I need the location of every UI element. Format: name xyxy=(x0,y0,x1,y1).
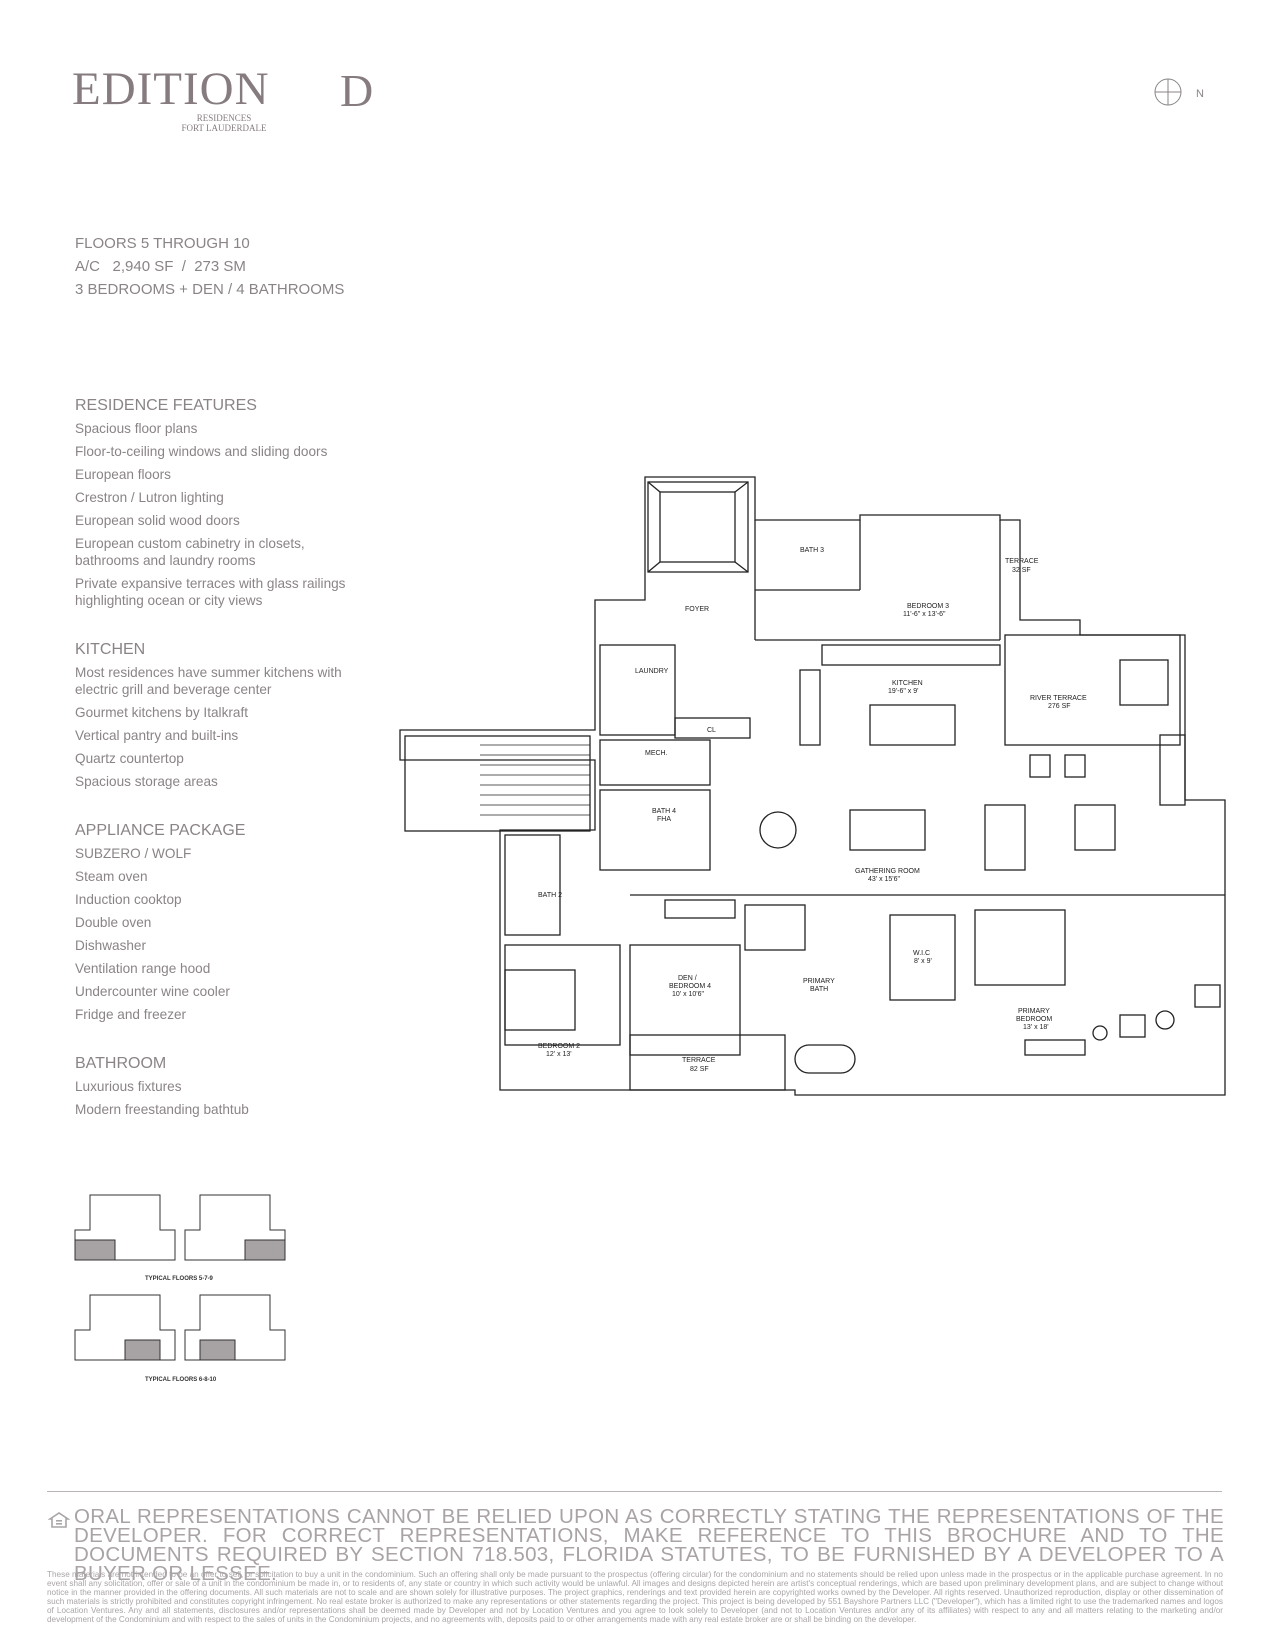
list-item: Spacious storage areas xyxy=(75,774,218,789)
feature-list: Most residences have summer kitchens wit… xyxy=(75,664,365,790)
feature-list: SUBZERO / WOLF Steam oven Induction cook… xyxy=(75,845,365,1023)
room-label-primary-bedroom-line2: BEDROOM xyxy=(1016,1016,1052,1023)
list-item: Luxurious fixtures xyxy=(75,1079,182,1094)
room-label-primary-bedroom: PRIMARY xyxy=(1018,1008,1050,1015)
room-label-den: DEN / xyxy=(678,975,697,982)
list-item: Dishwasher xyxy=(75,938,147,953)
disclaimer-divider xyxy=(47,1491,1222,1492)
disclaimer-oral-representations: ORAL REPRESENTATIONS CANNOT BE RELIED UP… xyxy=(74,1505,1224,1585)
compass-north-label: N xyxy=(1196,88,1204,100)
list-item: Crestron / Lutron lighting xyxy=(75,490,224,505)
room-dim-bedroom3: 11'-6" x 13'-6" xyxy=(903,611,946,618)
room-dim-kitchen: 19'-6" x 9' xyxy=(888,688,918,695)
unit-specs: FLOORS 5 THROUGH 10 A/C 2,940 SF / 273 S… xyxy=(75,232,344,301)
room-dim-bedroom2: 12' x 13' xyxy=(546,1051,572,1058)
section-title: APPLIANCE PACKAGE xyxy=(75,822,246,839)
room-label-wic: W.I.C xyxy=(913,950,930,957)
section-kitchen: KITCHEN Most residences have summer kitc… xyxy=(75,641,365,796)
section-title: KITCHEN xyxy=(75,641,146,658)
room-label-bedroom2: BEDROOM 2 xyxy=(538,1043,580,1050)
list-item: Most residences have summer kitchens wit… xyxy=(75,665,342,697)
list-item: Private expansive terraces with glass ra… xyxy=(75,576,346,608)
section-title: RESIDENCE FEATURES xyxy=(75,397,257,414)
list-item: Double oven xyxy=(75,915,152,930)
list-item: Undercounter wine cooler xyxy=(75,984,230,999)
room-label-mech: MECH. xyxy=(645,750,668,757)
list-item: Steam oven xyxy=(75,869,148,884)
section-residence-features: RESIDENCE FEATURES Spacious floor plans … xyxy=(75,397,365,615)
room-label-cl: CL xyxy=(707,727,716,734)
brand-logo-subtitle: RESIDENCES FORT LAUDERDALE xyxy=(176,113,272,133)
room-area-river-terrace: 276 SF xyxy=(1048,703,1071,710)
north-compass-icon xyxy=(1154,78,1182,106)
keyplan-caption-top: TYPICAL FLOORS 5-7-9 xyxy=(145,1276,213,1282)
brand-logo-wordmark: EDITION xyxy=(72,63,270,115)
section-bathroom: BATHROOM Luxurious fixtures Modern frees… xyxy=(75,1055,365,1124)
room-label-laundry: LAUNDRY xyxy=(635,668,669,675)
logo-sub-line2: FORT LAUDERDALE xyxy=(181,123,267,133)
equal-housing-icon xyxy=(48,1512,70,1528)
room-label-kitchen: KITCHEN xyxy=(892,680,923,687)
list-item: European custom cabinetry in closets, ba… xyxy=(75,536,305,568)
section-appliance-package: APPLIANCE PACKAGE SUBZERO / WOLF Steam o… xyxy=(75,822,365,1029)
logo-sub-line1: RESIDENCES xyxy=(196,113,252,123)
list-item: Fridge and freezer xyxy=(75,1007,187,1022)
feature-list: Luxurious fixtures Modern freestanding b… xyxy=(75,1078,365,1118)
list-item: Ventilation range hood xyxy=(75,961,211,976)
spec-floors: FLOORS 5 THROUGH 10 xyxy=(75,235,250,252)
list-item: Gourmet kitchens by Italkraft xyxy=(75,705,249,720)
room-label-primary-bath-line2: BATH xyxy=(810,986,828,993)
room-area-terrace-bottom: 82 SF xyxy=(690,1066,709,1073)
room-area-terrace-top: 32 SF xyxy=(1012,567,1031,574)
unit-letter: D xyxy=(340,65,374,116)
room-label-primary-bath: PRIMARY xyxy=(803,978,835,985)
feature-list: Spacious floor plans Floor-to-ceiling wi… xyxy=(75,420,365,609)
keyplan-caption-bottom: TYPICAL FLOORS 6-8-10 xyxy=(145,1377,217,1383)
room-label-river-terrace: RIVER TERRACE xyxy=(1030,695,1087,702)
room-label-terrace-top: TERRACE xyxy=(1005,558,1039,565)
list-item: European solid wood doors xyxy=(75,513,240,528)
room-dim-wic: 8' x 9' xyxy=(914,958,932,965)
list-item: Floor-to-ceiling windows and sliding doo… xyxy=(75,444,328,459)
keyplan-1 xyxy=(74,1194,176,1261)
list-item: Induction cooktop xyxy=(75,892,182,907)
list-item: Quartz countertop xyxy=(75,751,184,766)
room-label-bath2: BATH 2 xyxy=(538,892,562,899)
spec-rooms: 3 BEDROOMS + DEN / 4 BATHROOMS xyxy=(75,281,345,298)
room-label-gathering: GATHERING ROOM xyxy=(855,868,920,875)
keyplan-3 xyxy=(74,1294,176,1361)
list-item: Vertical pantry and built-ins xyxy=(75,728,239,743)
list-item: SUBZERO / WOLF xyxy=(75,846,192,861)
list-item: Spacious floor plans xyxy=(75,421,198,436)
keyplan-2 xyxy=(184,1194,286,1261)
floor-plan: BATH 3 TERRACE 32 SF BEDROOM 3 11'-6" x … xyxy=(399,476,1226,1096)
room-label-bath4: BATH 4 xyxy=(652,808,676,815)
list-item: Modern freestanding bathtub xyxy=(75,1102,249,1117)
room-note-bath4: FHA xyxy=(657,816,671,823)
list-item: European floors xyxy=(75,467,171,482)
disclaimer-legal-text: These materials are not intended to be a… xyxy=(47,1570,1223,1624)
room-dim-den: 10' x 10'6" xyxy=(672,991,705,998)
room-label-foyer: FOYER xyxy=(685,606,709,613)
room-label-bedroom3: BEDROOM 3 xyxy=(907,603,949,610)
room-label-bath3: BATH 3 xyxy=(800,547,824,554)
room-label-den-line2: BEDROOM 4 xyxy=(669,983,711,990)
room-dim-gathering: 43' x 15'6" xyxy=(868,876,901,883)
section-title: BATHROOM xyxy=(75,1055,167,1072)
room-label-terrace-bottom: TERRACE xyxy=(682,1057,716,1064)
key-plans xyxy=(74,1194,286,1361)
room-dim-primary-bedroom: 13' x 18' xyxy=(1023,1024,1049,1031)
spec-area: A/C 2,940 SF / 273 SM xyxy=(75,258,246,275)
keyplan-4 xyxy=(184,1294,286,1361)
